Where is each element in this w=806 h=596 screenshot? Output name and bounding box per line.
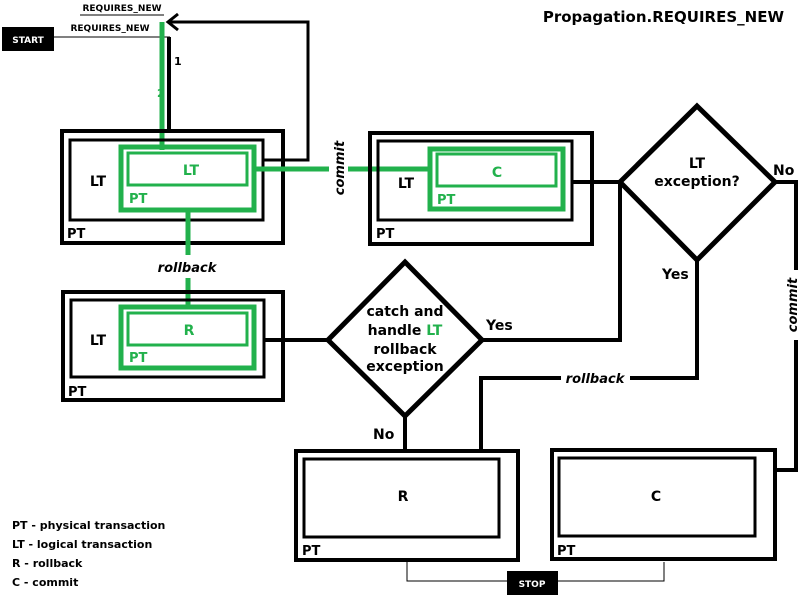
decision2-line2-text: handle xyxy=(368,323,427,339)
step-1-label: 1 xyxy=(174,55,182,68)
legend-item: C - commit xyxy=(12,576,78,589)
box2-outer-label: PT xyxy=(376,227,395,242)
decision2-line2-lt: LT xyxy=(426,323,443,339)
transaction-box-3: LT R PT PT xyxy=(61,290,285,402)
decision1-line2: exception? xyxy=(654,174,740,190)
decision2-line1: catch and xyxy=(366,304,443,320)
commit-edge-label: commit xyxy=(333,140,348,195)
yes-path-line-right xyxy=(630,260,699,380)
transaction-box-2: LT C PT PT xyxy=(368,131,594,246)
box-c-inner-label: C xyxy=(651,489,661,505)
box-r-outer-label: PT xyxy=(302,544,321,559)
decision-lt-exception: LT exception? xyxy=(616,102,779,264)
box3-green-inner-label: R xyxy=(184,323,195,339)
rollback-box: R PT xyxy=(294,449,520,562)
legend-item: R - rollback xyxy=(12,557,83,570)
decision2-line2: handle LT xyxy=(368,323,443,339)
box1-green-outer-label: PT xyxy=(129,192,148,207)
box3-inner-label: LT xyxy=(90,333,107,349)
commit-right-edge-label: commit xyxy=(786,277,801,332)
decision2-line3: rollback xyxy=(373,342,437,358)
requires-new-start-label: REQUIRES_NEW xyxy=(70,24,149,34)
rollback-left-edge-label: rollback xyxy=(158,261,218,276)
box2-green-outer-label: PT xyxy=(437,193,456,208)
box1-green-inner-label: LT xyxy=(183,163,200,179)
loop-back-line xyxy=(168,20,310,162)
box-r-inner-label: R xyxy=(398,489,409,505)
requires-new-top-label: REQUIRES_NEW xyxy=(82,4,161,14)
decision1-no-label: No xyxy=(773,163,795,179)
box1-inner-label: LT xyxy=(90,174,107,190)
decision2-line4: exception xyxy=(366,359,443,375)
box3-outer-label: PT xyxy=(68,385,87,400)
diagram-title: Propagation.REQUIRES_NEW xyxy=(543,8,785,26)
legend-item: LT - logical transaction xyxy=(12,538,152,551)
no-path-line-bottom xyxy=(775,340,798,472)
box2-green-inner-label: C xyxy=(492,165,502,181)
start-terminal xyxy=(2,27,54,51)
no-path-line-top xyxy=(775,180,798,270)
step-2-label: 2 xyxy=(157,87,165,100)
stop-connector-right xyxy=(557,562,665,582)
yes-path-line-left xyxy=(479,376,561,450)
stop-terminal xyxy=(507,571,558,595)
box1-outer-label: PT xyxy=(67,227,86,242)
box-c-outer-label: PT xyxy=(557,544,576,559)
stop-label: STOP xyxy=(519,580,546,590)
commit-box: C PT xyxy=(550,448,777,561)
rollback-mid-edge-label: rollback xyxy=(566,372,626,387)
arrow-head-icon xyxy=(165,12,179,32)
transaction-box-1: LT LT PT PT xyxy=(60,129,285,245)
stop-connector-left xyxy=(406,562,508,582)
decision2-yes-connector xyxy=(482,182,622,342)
box3-green-outer-label: PT xyxy=(129,351,148,366)
decision-catch-handle: catch and handle LT rollback exception xyxy=(324,258,486,420)
decision1-yes-label: Yes xyxy=(661,267,689,283)
decision2-no-label: No xyxy=(373,427,395,443)
decision1-line1: LT xyxy=(689,156,706,172)
box2-inner-label: LT xyxy=(398,176,415,192)
legend-item: PT - physical transaction xyxy=(12,519,165,532)
legend: PT - physical transaction LT - logical t… xyxy=(12,519,165,589)
decision2-yes-label: Yes xyxy=(485,318,513,334)
start-label: START xyxy=(12,36,44,46)
